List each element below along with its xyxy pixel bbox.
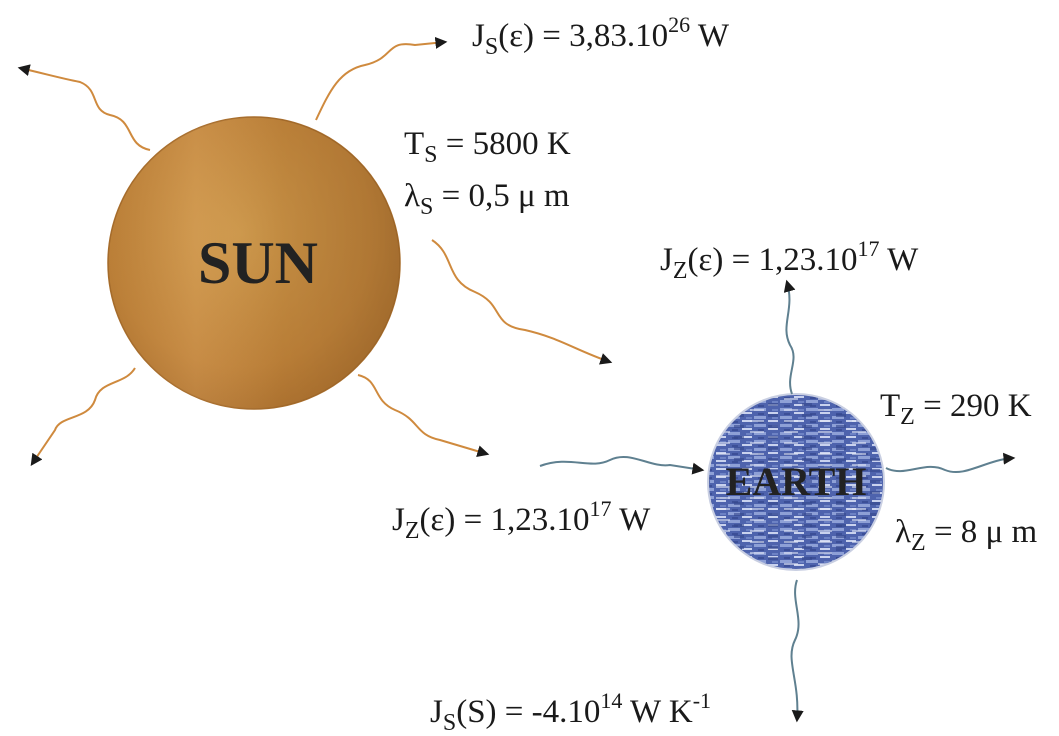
earth-wavelength-label: λZ = 8 μ m: [895, 514, 1038, 556]
sun-label: SUN: [197, 230, 319, 296]
sun-energy-flux-label: JS(ε) = 3,83.1026 W: [472, 12, 729, 60]
sun-rays: [17, 36, 613, 466]
earth-incoming-flux-label: JZ(ε) = 1,23.1017 W: [392, 496, 651, 544]
sun-ray-lower-left: [30, 367, 136, 466]
earth-outgoing-flux-label: JZ(ε) = 1,23.1017 W: [660, 236, 919, 284]
earth-ray-incoming: [539, 455, 705, 475]
earth-body: [707, 393, 885, 571]
sun-temperature-label: TS = 5800 K: [404, 126, 571, 168]
earth-label: EARTH: [725, 459, 867, 504]
sun-ray-upper-right: [315, 36, 448, 121]
sun-ray-lower-right: [357, 374, 490, 458]
earth-entropy-flux-label: JS(S) = -4.1014 W K-1: [430, 688, 712, 736]
earth-temperature-label: TZ = 290 K: [880, 388, 1032, 430]
sun-body: [107, 116, 401, 410]
earth-ray-up: [783, 279, 796, 395]
sun-wavelength-label: λS = 0,5 μ m: [404, 178, 570, 220]
earth-rays: [539, 279, 1016, 723]
earth-ray-down: [790, 579, 804, 723]
earth-ray-right: [885, 452, 1016, 473]
sun-ray-upper-left: [17, 64, 151, 151]
sun-ray-right: [431, 239, 613, 365]
